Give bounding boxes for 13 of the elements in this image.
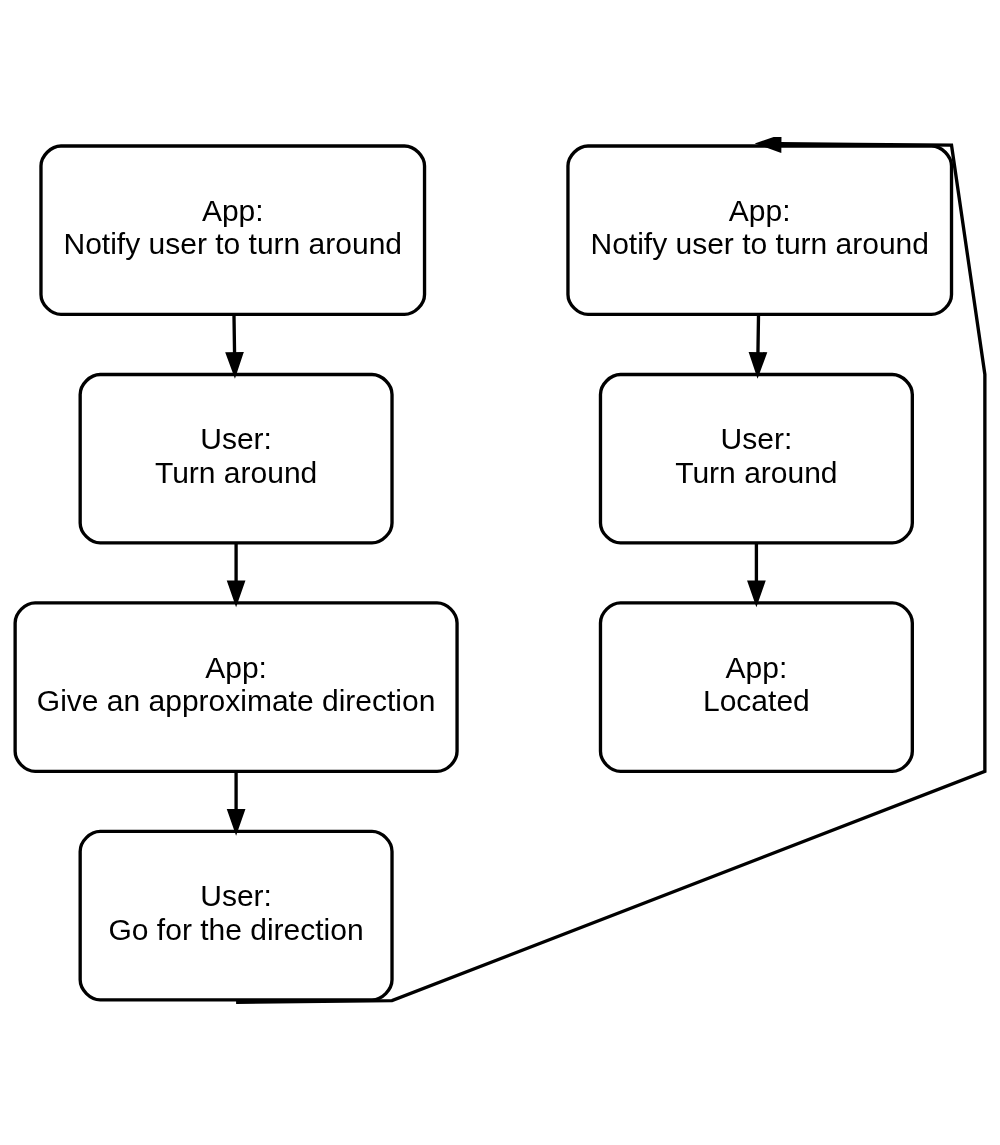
node-box: User: Turn around (78, 372, 394, 545)
node-box: App: Give an approximate direction (13, 600, 459, 773)
arrow (747, 542, 766, 607)
arrow (226, 770, 246, 836)
arrow (226, 542, 246, 607)
node-box: User: Turn around (598, 372, 914, 545)
node-box: App: Notify user to turn around (566, 143, 954, 316)
node-box: User: Go for the direction (78, 829, 394, 1001)
node-box: App: Located (598, 600, 914, 773)
arrow (236, 136, 987, 1004)
arrow (225, 313, 244, 379)
arrow (748, 313, 768, 379)
node-box: App: Notify user to turn around (39, 143, 427, 316)
